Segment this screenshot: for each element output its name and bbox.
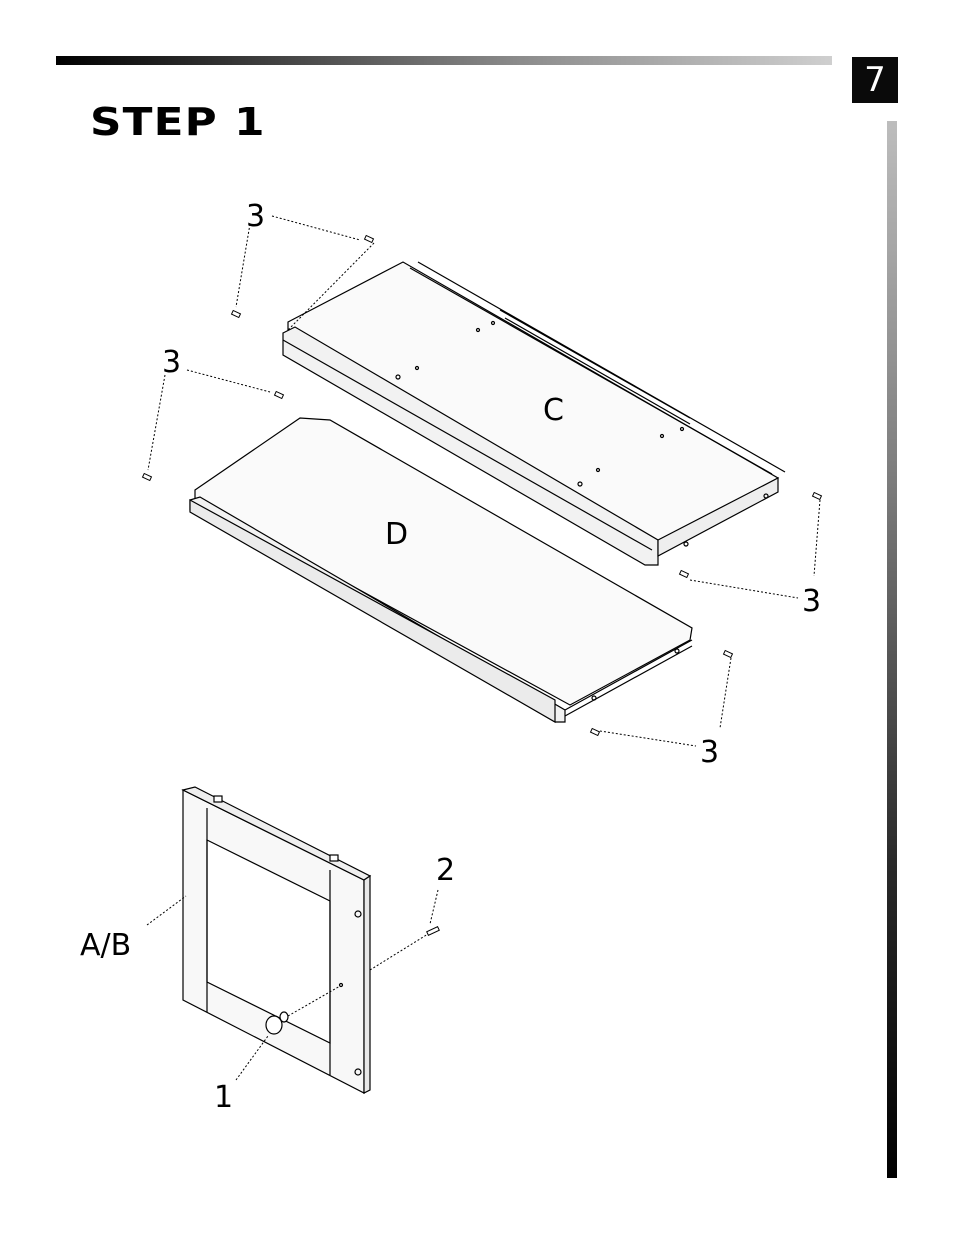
dowel-callout-3: 3 <box>802 584 821 619</box>
door-callout: A/B <box>80 928 131 963</box>
dowel-callout-2: 3 <box>162 345 181 380</box>
knob-callout: 1 <box>214 1080 233 1115</box>
panel-c-label: C <box>543 393 564 428</box>
panel-d-label: D <box>385 517 408 552</box>
dowel-callout-1: 3 <box>246 199 265 234</box>
door-drawing <box>183 787 370 1093</box>
dowel-callout-4: 3 <box>700 735 719 770</box>
screw-callout: 2 <box>436 853 455 888</box>
